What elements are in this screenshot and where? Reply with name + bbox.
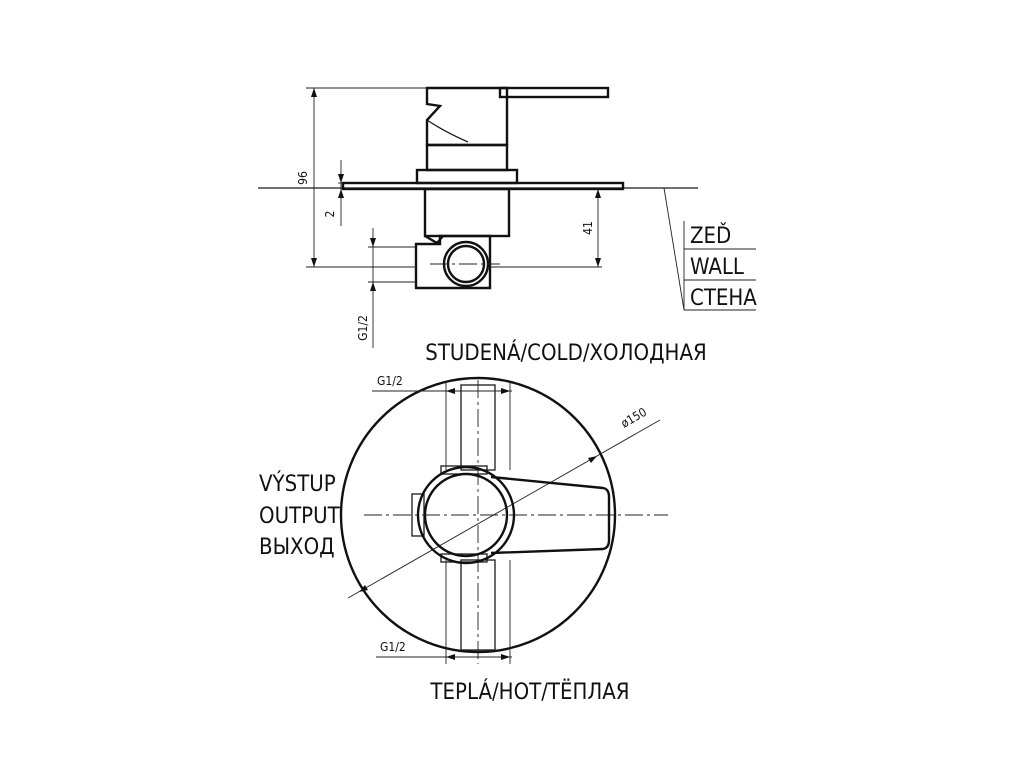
wall-label-ru: СТЕНА	[690, 286, 757, 311]
dim-arrow	[595, 258, 601, 267]
hot-label: TEPLÁ/HOT/TЁПЛАЯ	[429, 679, 629, 705]
wall-label-en: WALL	[690, 255, 744, 280]
dim-label-thread: G1/2	[356, 315, 370, 341]
lever-handle	[498, 86, 610, 99]
dim-arrow	[446, 654, 455, 660]
handle-hub-inner	[423, 472, 509, 558]
cold-pipe	[460, 384, 496, 471]
dim-arrow	[359, 585, 368, 592]
dim-arrow	[311, 258, 317, 267]
dim-label-thread-bottom: G1/2	[380, 640, 406, 654]
lever-bevel	[426, 119, 469, 143]
cold-label: STUDENÁ/COLD/ХОЛОДНАЯ	[425, 340, 706, 366]
dim-label-2: 2	[323, 211, 337, 218]
dim-arrow	[501, 654, 510, 660]
valve-body	[414, 234, 492, 290]
neck	[425, 143, 509, 172]
lever-body	[425, 86, 509, 147]
dim-arrow	[595, 189, 601, 198]
dim-arrow	[370, 282, 376, 291]
dim-label-diameter: ø150	[619, 405, 650, 431]
side-view: ZEĎ WALL СТЕНА 96 2	[258, 86, 757, 348]
dim-line-diameter	[347, 419, 661, 599]
wall-leader	[663, 187, 685, 311]
outlet-label-en: OUTPUT	[259, 504, 341, 529]
collar	[415, 168, 519, 185]
front-view: STUDENÁ/COLD/ХОЛОДНАЯ TEPLÁ/HOT/TЁПЛАЯ V…	[259, 340, 707, 705]
handle-hub-outer	[416, 465, 516, 565]
in-wall-body	[423, 187, 511, 238]
valve-notch	[424, 234, 444, 245]
outlet-label-cz: VÝSTUP	[259, 471, 336, 497]
lever-handle-top	[490, 475, 611, 555]
dim-label-96: 96	[296, 171, 310, 185]
hot-pipe	[460, 559, 496, 651]
dim-arrow	[588, 456, 597, 463]
dim-arrow	[446, 388, 455, 394]
wall-label-cz: ZEĎ	[690, 223, 731, 249]
dim-label-thread-top: G1/2	[377, 374, 403, 388]
dim-label-41: 41	[581, 221, 595, 235]
dim-arrow	[501, 388, 510, 394]
dim-arrow	[338, 189, 344, 198]
dim-arrow	[338, 174, 344, 183]
dim-arrow	[311, 88, 317, 97]
outlet-label-ru: ВЫХОД	[259, 535, 335, 560]
dim-arrow	[370, 238, 376, 247]
